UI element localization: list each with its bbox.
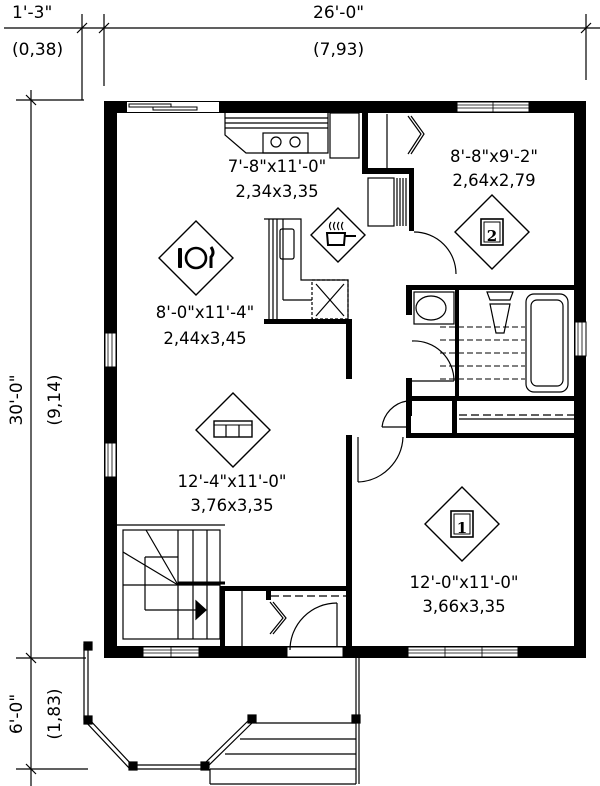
room-label-living: 12'-4"x11'-0" 3,76x3,35 (178, 472, 287, 515)
closets (367, 114, 574, 420)
dim-left-porch-imperial: 6'-0" (7, 694, 27, 734)
dim-top-left-metric: (0,38) (12, 40, 63, 60)
dining-imperial: 8'-0"x11'-4" (156, 303, 254, 322)
bedroom-2-icon: 2 (454, 194, 530, 270)
cooking-pot-icon (310, 207, 366, 263)
interior-walls (220, 113, 574, 646)
dimension-lines (4, 14, 600, 786)
door-swings (289, 400, 408, 651)
porch (83, 641, 361, 785)
dim-left-porch-metric: (1,83) (45, 688, 65, 739)
bedroom-1-icon: 1 (424, 486, 500, 562)
bathroom-fixtures (411, 291, 569, 393)
dim-left-main-imperial: 30'-0" (7, 374, 27, 425)
dim-top-left-imperial: 1'-3" (12, 3, 52, 23)
dim-left-main-metric: (9,14) (45, 374, 65, 425)
room-label-bedroom-2: 8'-8"x9'-2" 2,64x2,79 (450, 147, 538, 190)
windows (104, 101, 587, 658)
sofa-icon (195, 392, 271, 468)
bedroom-2-metric: 2,64x2,79 (452, 171, 535, 190)
living-imperial: 12'-4"x11'-0" (178, 472, 287, 491)
staircase (117, 524, 346, 646)
dim-top-main-imperial: 26'-0" (313, 3, 364, 23)
bedroom-1-metric: 3,66x3,35 (422, 597, 505, 616)
dim-top-main-metric: (7,93) (313, 40, 364, 60)
room-label-bedroom-1: 12'-0"x11'-0" 3,66x3,35 (410, 573, 519, 616)
kitchen-metric: 2,34x3,35 (235, 182, 318, 201)
bedroom-2-imperial: 8'-8"x9'-2" (450, 147, 538, 166)
bedroom-1-icon-label: 1 (457, 519, 467, 537)
bedroom-2-icon-label: 2 (487, 227, 497, 245)
room-label-kitchen: 7'-8"x11'-0" 2,34x3,35 (228, 157, 326, 201)
room-label-dining: 8'-0"x11'-4" 2,44x3,45 (156, 303, 254, 348)
kitchen-imperial: 7'-8"x11'-0" (228, 157, 326, 176)
kitchen-counter (224, 112, 360, 320)
living-metric: 3,76x3,35 (190, 496, 273, 515)
dining-metric: 2,44x3,45 (163, 329, 246, 348)
bedroom-1-imperial: 12'-0"x11'-0" (410, 573, 519, 592)
plate-cutlery-icon (158, 220, 234, 296)
